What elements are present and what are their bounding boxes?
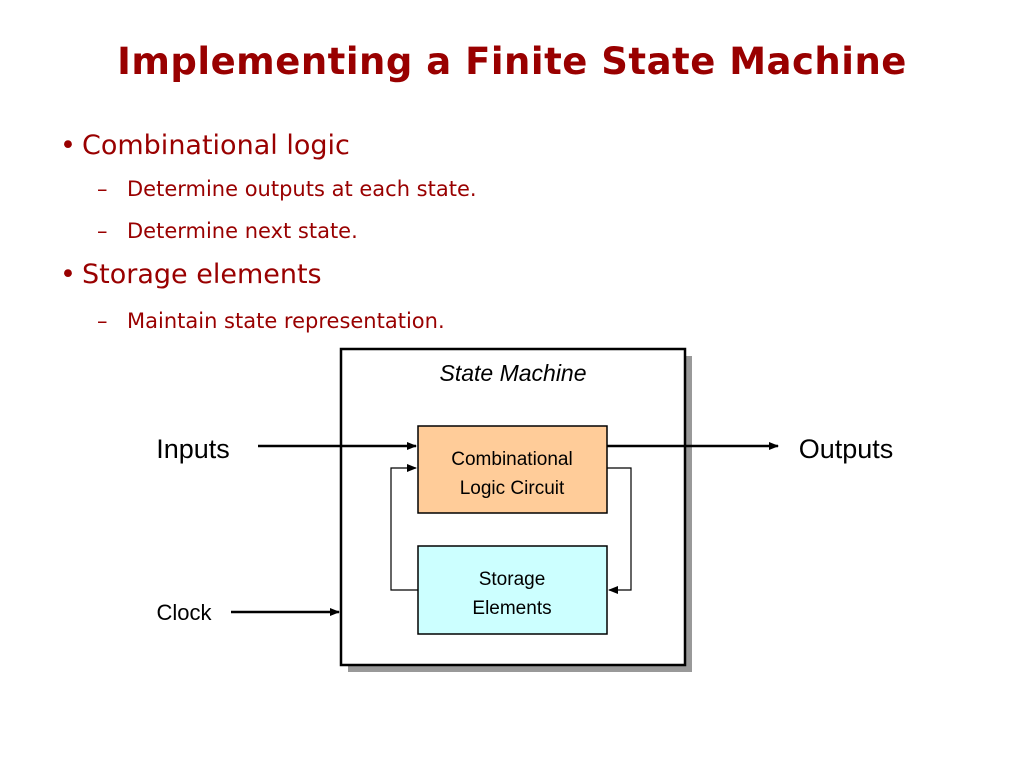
storage-block-line2: Elements (472, 598, 551, 619)
inputs-label: Inputs (156, 434, 230, 464)
state-machine-label: State Machine (439, 360, 586, 386)
bullet-storage-elements: •Storage elements (60, 259, 322, 290)
sub-bullet-maintain-state: –Maintain state representation. (97, 309, 445, 333)
combinational-logic-block (417, 425, 608, 514)
clock-label: Clock (156, 600, 212, 625)
sub-bullet-marker: – (97, 219, 108, 243)
sub-bullet-text: Determine next state. (127, 219, 358, 243)
storage-block-line1: Storage (479, 569, 546, 590)
bullet-combinational-logic: •Combinational logic (60, 130, 350, 161)
bullet-marker: • (60, 130, 76, 161)
comb-block-line1: Combinational (451, 449, 572, 470)
storage-elements-block (417, 545, 608, 635)
sub-bullet-next-state: –Determine next state. (97, 219, 358, 243)
sub-bullet-marker: – (97, 177, 108, 201)
outputs-label: Outputs (799, 434, 894, 464)
bullet-text: Storage elements (82, 259, 322, 290)
sub-bullet-marker: – (97, 309, 108, 333)
bullet-text: Combinational logic (82, 130, 350, 161)
bullet-marker: • (60, 259, 76, 290)
current-state-feedback-arrow (390, 464, 418, 591)
sub-bullet-text: Determine outputs at each state. (127, 177, 477, 201)
comb-block-line2: Logic Circuit (460, 478, 565, 499)
slide-title: Implementing a Finite State Machine (117, 40, 907, 83)
sub-bullet-outputs: –Determine outputs at each state. (97, 177, 477, 201)
sub-bullet-text: Maintain state representation. (127, 309, 445, 333)
next-state-feedback-arrow (607, 467, 632, 594)
